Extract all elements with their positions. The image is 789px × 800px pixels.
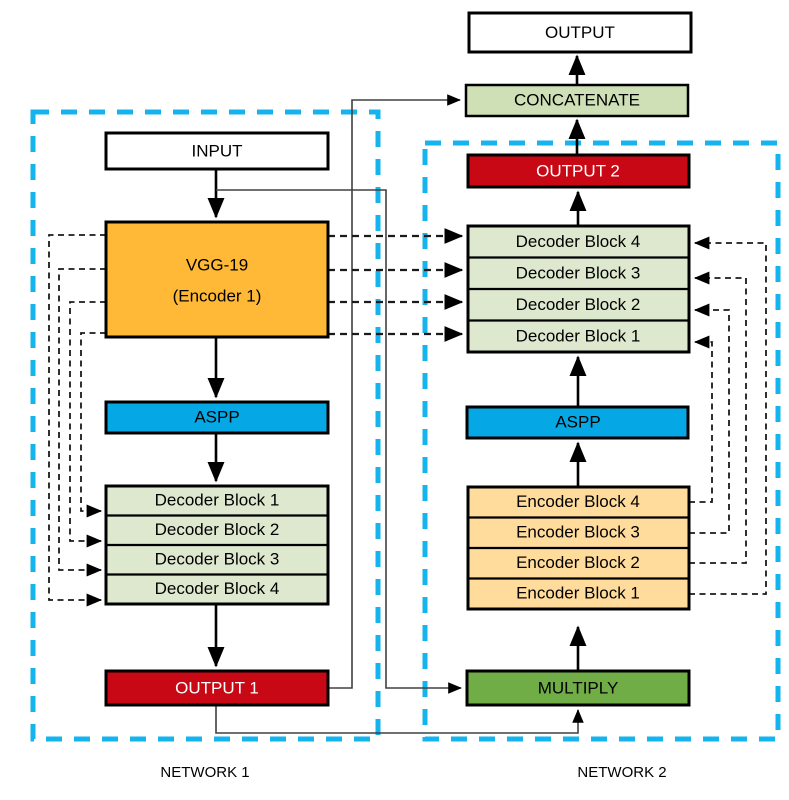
decoder-left-row-1[interactable]: Decoder Block 1 xyxy=(155,490,280,509)
encoder-right-row-3[interactable]: Encoder Block 2 xyxy=(516,553,640,572)
node-concatenate[interactable]: CONCATENATE xyxy=(464,83,690,118)
skip-connections-right xyxy=(689,236,767,595)
decoder-right-row-1[interactable]: Decoder Block 4 xyxy=(516,232,641,251)
edge-output1-to-concatenate xyxy=(328,94,461,689)
skip-encoder-3-to-decoder-2 xyxy=(689,303,730,534)
decoder-right-row-2[interactable]: Decoder Block 3 xyxy=(516,263,641,282)
node-output-2-rect[interactable] xyxy=(466,153,691,189)
decoder-left-row-2[interactable]: Decoder Block 2 xyxy=(155,520,280,539)
node-input[interactable]: INPUT xyxy=(104,131,330,171)
node-output-rect[interactable] xyxy=(467,11,693,54)
decoder-right-row-4[interactable]: Decoder Block 1 xyxy=(516,326,641,345)
node-output[interactable]: OUTPUT xyxy=(467,11,693,54)
edge-output1-to-multiply xyxy=(215,705,584,734)
decoder-stack-left: Decoder Block 1 Decoder Block 2 Decoder … xyxy=(104,484,330,606)
decoder-left-row-4[interactable]: Decoder Block 4 xyxy=(155,579,280,598)
decoder-stack-right: Decoder Block 4 Decoder Block 3 Decoder … xyxy=(466,224,691,354)
node-input-label: INPUT xyxy=(192,141,243,160)
node-output-1-label: OUTPUT 1 xyxy=(175,678,259,697)
decoder-right-row-3[interactable]: Decoder Block 2 xyxy=(516,295,641,314)
skip-encoder-4-to-decoder-1 xyxy=(689,335,713,503)
network-2-label: NETWORK 2 xyxy=(577,764,666,781)
node-concatenate-label: CONCATENATE xyxy=(514,90,640,109)
node-concatenate-rect[interactable] xyxy=(464,83,690,118)
node-aspp-right-label: ASPP xyxy=(555,412,600,431)
node-input-rect[interactable] xyxy=(104,131,330,171)
node-vgg19-sublabel: (Encoder 1) xyxy=(173,286,262,305)
encoder-right-row-1[interactable]: Encoder Block 4 xyxy=(516,492,640,511)
solid-connections xyxy=(207,54,587,734)
node-multiply[interactable]: MULTIPLY xyxy=(465,669,691,707)
node-output-2-label: OUTPUT 2 xyxy=(536,161,620,180)
network-1-boundary xyxy=(30,109,381,742)
node-multiply-label: MULTIPLY xyxy=(538,678,619,697)
decoder-left-row-3[interactable]: Decoder Block 3 xyxy=(155,549,280,568)
skip-vgg19-to-decoder-left-3 xyxy=(58,268,106,577)
node-aspp-left-label: ASPP xyxy=(194,407,239,426)
skip-connections-left xyxy=(48,234,106,607)
node-aspp-left[interactable]: ASPP xyxy=(104,400,330,435)
encoder-right-row-4[interactable]: Encoder Block 1 xyxy=(516,583,640,602)
node-output-1-rect[interactable] xyxy=(104,669,330,707)
encoder-right-row-2[interactable]: Encoder Block 3 xyxy=(516,522,640,541)
node-vgg19-label: VGG-19 xyxy=(186,255,248,274)
node-aspp-right-rect[interactable] xyxy=(465,405,690,440)
skip-connections-bridge xyxy=(328,228,464,342)
node-output-1[interactable]: OUTPUT 1 xyxy=(104,669,330,707)
skip-encoder-2-to-decoder-3 xyxy=(689,271,747,564)
node-vgg19-rect[interactable] xyxy=(104,220,330,339)
network-2-boundary xyxy=(422,140,781,742)
skip-vgg19-to-decoder-left-1 xyxy=(80,332,106,518)
network-1-label: NETWORK 1 xyxy=(160,764,249,781)
encoder-stack-right: Encoder Block 4 Encoder Block 3 Encoder … xyxy=(466,485,691,611)
node-aspp-right[interactable]: ASPP xyxy=(465,405,690,440)
node-vgg19-encoder-1[interactable]: VGG-19 (Encoder 1) xyxy=(104,220,330,339)
network-boundary-group xyxy=(30,109,781,742)
node-aspp-left-rect[interactable] xyxy=(104,400,330,435)
node-output-label: OUTPUT xyxy=(545,23,615,42)
node-output-2[interactable]: OUTPUT 2 xyxy=(466,153,691,189)
edge-input-to-multiply xyxy=(216,189,462,694)
skip-encoder-1-to-decoder-4 xyxy=(689,236,767,595)
node-multiply-rect[interactable] xyxy=(465,669,691,707)
